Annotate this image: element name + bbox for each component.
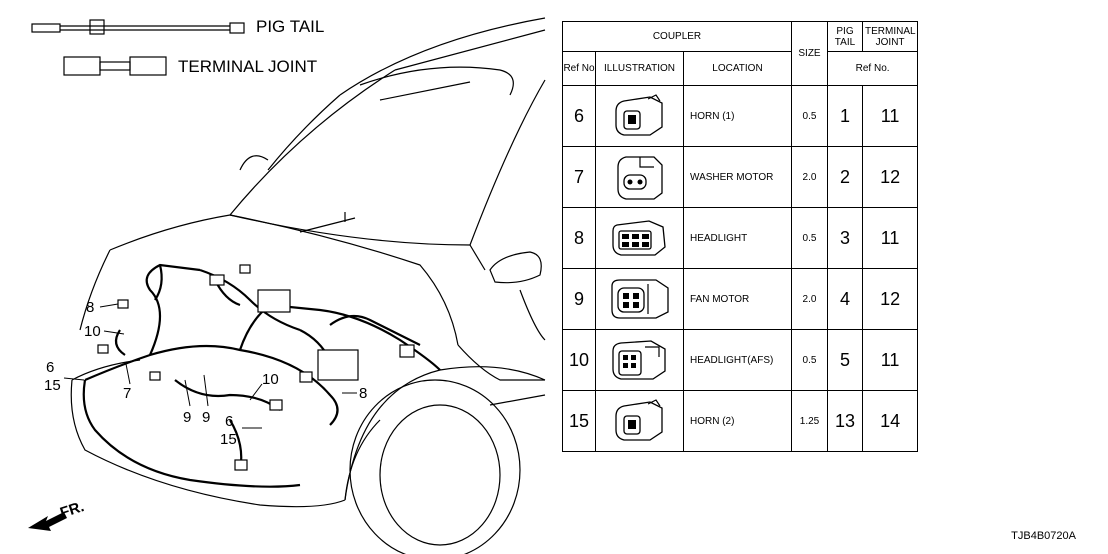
terminal-joint-label: TERMINAL JOINT xyxy=(178,57,318,76)
terminal-joint-cell: 11 xyxy=(861,85,919,147)
pigtail-cell: 4 xyxy=(827,268,863,330)
ref-cell: 10 xyxy=(562,329,596,391)
location-cell: FAN MOTOR xyxy=(683,268,792,330)
location-cell: HEADLIGHT xyxy=(683,207,792,269)
ref-cell: 8 xyxy=(562,207,596,269)
header-pigtail: PIG TAIL xyxy=(827,21,863,52)
side-mirror xyxy=(489,251,542,284)
hood-outline xyxy=(109,214,231,251)
size-cell: 2.0 xyxy=(791,146,828,208)
diagram-code: TJB4B0720A xyxy=(1011,530,1076,542)
size-cell: 1.25 xyxy=(791,390,828,452)
front-arrow-label: FR. xyxy=(58,498,86,522)
size-cell: 0.5 xyxy=(791,329,828,391)
front-arrow-icon xyxy=(28,512,67,531)
size-cell: 0.5 xyxy=(791,207,828,269)
header-size: SIZE xyxy=(791,21,828,86)
terminal-joint-cell: 11 xyxy=(861,207,919,269)
header-coupler: COUPLER xyxy=(562,21,792,52)
terminal-joint-cell: 11 xyxy=(861,329,919,391)
car-harness-drawing: 8 10 6 15 7 9 9 10 6 15 8 FR. xyxy=(28,17,546,554)
horn-connector-icon xyxy=(595,390,684,452)
ref-cell: 6 xyxy=(562,85,596,147)
wheel-arch xyxy=(344,366,546,501)
location-cell: HORN (1) xyxy=(683,85,792,147)
afs-connector-icon xyxy=(595,329,684,391)
size-cell: 0.5 xyxy=(791,85,828,147)
location-cell: WASHER MOTOR xyxy=(683,146,792,208)
headlight-connector-icon xyxy=(595,207,684,269)
terminal-joint-legend-icon xyxy=(63,56,167,76)
pigtail-cell: 5 xyxy=(827,329,863,391)
callout-8: 8 xyxy=(86,299,94,316)
pigtail-cell: 2 xyxy=(827,146,863,208)
ref-cell: 7 xyxy=(562,146,596,208)
table-row: 9 FAN MOTOR 2.0 4 12 xyxy=(562,268,919,330)
car-roof-outline xyxy=(339,17,546,96)
callout-15: 15 xyxy=(44,377,61,394)
ref-cell: 15 xyxy=(562,390,596,452)
front-wheel xyxy=(349,379,521,554)
table-row: 6 HORN (1) 0.5 1 11 xyxy=(562,85,919,147)
fan-connector-icon xyxy=(595,268,684,330)
header-terminal-joint: TERMINAL JOINT xyxy=(861,21,919,52)
terminal-joint-cell: 14 xyxy=(861,390,919,452)
harness-connectors xyxy=(97,264,415,471)
location-cell: HORN (2) xyxy=(683,390,792,452)
terminal-joint-cell: 12 xyxy=(861,268,919,330)
bumper-outline xyxy=(70,379,346,508)
callout-8: 8 xyxy=(359,385,367,402)
coupler-table: COUPLER SIZE PIG TAIL TERMINAL JOINT Ref… xyxy=(562,21,919,452)
callout-10: 10 xyxy=(262,371,279,388)
ref-cell: 9 xyxy=(562,268,596,330)
header-location: LOCATION xyxy=(683,51,792,86)
callout-10: 10 xyxy=(84,323,101,340)
table-row: 7 WASHER MOTOR 2.0 2 12 xyxy=(562,146,919,208)
table-row: 10 HEADLIGHT(AFS) 0.5 5 11 xyxy=(562,329,919,391)
terminal-joint-cell: 12 xyxy=(861,146,919,208)
washer-connector-icon xyxy=(595,146,684,208)
header-ref-no: Ref No xyxy=(562,51,596,86)
pigtail-legend-icon xyxy=(31,19,245,35)
callout-9: 9 xyxy=(183,409,191,426)
location-cell: HEADLIGHT(AFS) xyxy=(683,329,792,391)
horn-connector-icon xyxy=(595,85,684,147)
pigtail-cell: 1 xyxy=(827,85,863,147)
table-row: 15 HORN (2) 1.25 13 14 xyxy=(562,390,919,452)
callout-9: 9 xyxy=(202,409,210,426)
size-cell: 2.0 xyxy=(791,268,828,330)
callout-6: 6 xyxy=(225,413,233,430)
callout-7: 7 xyxy=(123,385,131,402)
callout-15: 15 xyxy=(220,431,237,448)
pigtail-cell: 3 xyxy=(827,207,863,269)
table-row: 8 HEADLIGHT 0.5 3 11 xyxy=(562,207,919,269)
pigtail-cell: 13 xyxy=(827,390,863,452)
pigtail-label: PIG TAIL xyxy=(256,17,325,36)
header-ref-no-sub: Ref No. xyxy=(826,51,919,86)
windshield-outline xyxy=(229,69,396,216)
header-illustration: ILLUSTRATION xyxy=(595,51,684,86)
callout-6: 6 xyxy=(46,359,54,376)
